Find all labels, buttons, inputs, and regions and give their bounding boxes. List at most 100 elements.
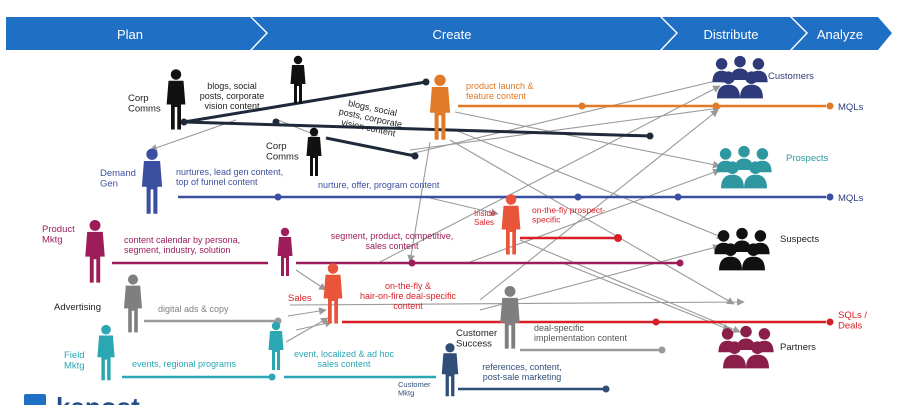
arrow-launch-to-sales <box>407 141 431 263</box>
suspects-group-icon <box>714 227 770 271</box>
content-label-events: events, regional programs <box>132 359 237 369</box>
node-red-inside <box>614 234 622 242</box>
content-label-nurture-offer: nurture, offer, program content <box>318 180 440 190</box>
audience-label-customers: Customers <box>768 71 814 82</box>
person-icon-advertising <box>124 274 142 333</box>
person-icon-product-mktg-2 <box>277 227 293 276</box>
node-navy-2 <box>422 78 430 86</box>
node-navy-1 <box>272 118 280 126</box>
phase-plan-label: Plan <box>117 27 143 42</box>
node-orange-1 <box>578 102 586 110</box>
kapost-logo: kapost <box>24 392 140 405</box>
content-label-content-calendar: content calendar by persona,segment, ind… <box>124 235 240 255</box>
connector-arrows <box>149 75 745 343</box>
phase-create-chevron <box>252 17 676 50</box>
arrow-field-to-sales-2 <box>295 319 333 331</box>
logo-text: kapost <box>56 392 140 405</box>
arrow-inside-to-partners <box>519 239 741 333</box>
node-navy-3 <box>646 132 654 140</box>
arrow-segment-to-customers <box>379 85 721 263</box>
content-label-nurtures: nurtures, lead gen content,top of funnel… <box>176 167 283 187</box>
phase-analyze-label: Analyze <box>817 27 863 42</box>
role-label-sales: Sales <box>288 293 312 304</box>
content-label-blogs-2: blogs, socialposts, corporatevision cont… <box>336 96 405 139</box>
customers-group-icon <box>712 55 768 99</box>
arrow-blogs-to-prospects <box>409 105 721 151</box>
node-blue-3 <box>674 193 682 201</box>
content-label-segment-product: segment, product, competitive,sales cont… <box>331 231 454 251</box>
outcome-label-mqls-1: MQLs <box>838 102 864 113</box>
arrow-segment-to-partners <box>559 261 731 332</box>
phase-band: Plan Create Distribute Analyze <box>6 17 892 50</box>
content-label-references: references, content,post-sale marketing <box>482 362 562 382</box>
arrow-fire-to-suspects <box>479 244 721 311</box>
phase-distribute-chevron <box>662 17 806 50</box>
navy-line-low <box>325 136 416 158</box>
person-icon-inside-sales <box>501 194 521 255</box>
prospects-group-icon <box>716 145 772 189</box>
audience-label-suspects: Suspects <box>780 234 819 245</box>
audience-label-prospects: Prospects <box>786 153 828 164</box>
person-icon-corp-comms-small <box>290 55 306 104</box>
node-red-1 <box>652 318 660 326</box>
arrow-comms-to-demandgen <box>149 119 237 152</box>
person-icon-field-mktg-2 <box>268 321 284 370</box>
partners-group-icon <box>718 325 774 369</box>
arrow-field-to-sales <box>285 317 329 343</box>
navy-line-top <box>183 80 427 124</box>
node-magenta-1 <box>408 259 416 267</box>
node-blue-1 <box>274 193 282 201</box>
phase-create-label: Create <box>432 27 471 42</box>
person-icon-corp-comms-2 <box>306 127 322 176</box>
phase-plan-chevron <box>6 17 266 50</box>
arrow-ads-to-sales <box>287 307 327 317</box>
content-label-product-launch: product launch &feature content <box>466 81 534 101</box>
person-icon-sales <box>323 263 343 324</box>
content-label-on-the-fly-prospect: on-the-fly prospect-specific <box>532 205 605 225</box>
arrow-fire-to-customers <box>479 109 719 301</box>
arrow-launch-to-suspects <box>454 129 725 239</box>
person-icon-field-mktg <box>97 324 115 381</box>
arrow-launch-to-prospects <box>454 111 721 169</box>
node-darkblue <box>602 385 610 393</box>
outcome-label-sqls: SQLs /Deals <box>838 310 867 332</box>
node-magenta-2 <box>676 259 684 267</box>
outcome-label-mqls-2: MQLs <box>838 193 864 204</box>
logo-mark <box>24 394 46 405</box>
content-label-digital-ads: digital ads & copy <box>158 304 229 314</box>
node-orange-3 <box>826 102 834 110</box>
person-icon-customer-success <box>500 285 520 349</box>
person-icon-customer-mktg <box>441 343 459 397</box>
phase-distribute-label: Distribute <box>704 27 759 42</box>
arrow-launch-to-partners <box>449 139 735 305</box>
phase-analyze-chevron <box>792 17 892 50</box>
audience-label-partners: Partners <box>780 342 816 353</box>
person-icon-product-mktg <box>85 219 105 283</box>
person-icon-demand-gen <box>141 148 163 214</box>
arrow-blogs-to-customers <box>409 75 729 155</box>
node-orange-2 <box>712 102 720 110</box>
node-grey-cs <box>658 346 666 354</box>
node-blue-2 <box>574 193 582 201</box>
node-navy-start <box>180 118 188 126</box>
corp-comms-lines <box>183 80 651 158</box>
node-red-2 <box>826 318 834 326</box>
arrow-demandgen-to-inside <box>429 197 499 217</box>
node-blue-4 <box>826 193 834 201</box>
node-navy-4 <box>411 152 419 160</box>
arrow-productmktg-to-sales <box>295 269 327 291</box>
navy-line-mid <box>183 120 651 138</box>
